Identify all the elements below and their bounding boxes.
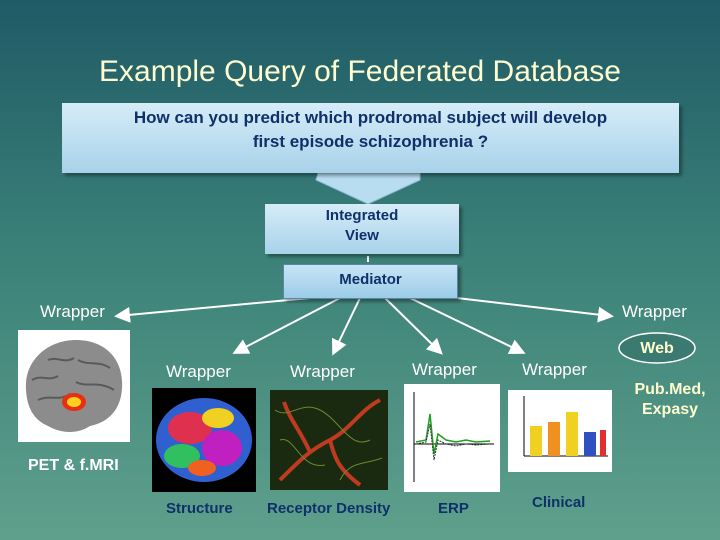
wrapper-right-top: Wrapper (622, 302, 687, 321)
down-arrow-question (315, 172, 421, 205)
caption-clinical: Clinical (532, 494, 586, 511)
brain-pet-image (18, 330, 130, 442)
arrow-to-left-wrapper (114, 297, 311, 323)
caption-erp: ERP (438, 500, 469, 517)
arrow-to-structure-wrapper (232, 297, 341, 354)
brain-structure-image (152, 388, 256, 492)
integrated-view-text: Integrated View (265, 206, 459, 246)
pubmed-expasy-label: Pub.Med, Expasy (620, 380, 720, 420)
web-label: Web (640, 340, 674, 357)
integrated-line-1: Integrated (325, 207, 399, 224)
caption-structure: Structure (166, 500, 233, 517)
wrapper-erp: Wrapper (412, 360, 477, 379)
erp-plot (404, 384, 500, 492)
caption-pet-fmri: PET & f.MRI (28, 457, 119, 474)
arrow-to-erp-wrapper (384, 297, 443, 355)
question-line-2: first episode schizophrenia ? (252, 132, 489, 151)
arrow-to-right-wrapper (439, 295, 614, 323)
integrated-line-2: View (345, 227, 379, 244)
slide-title: Example Query of Federated Database (99, 55, 621, 88)
wrapper-left-top: Wrapper (40, 302, 105, 321)
clinical-bar-chart (508, 390, 612, 472)
web-cloud-icon (618, 332, 696, 364)
receptor-image (270, 390, 388, 490)
mediator-box (283, 264, 458, 299)
arrow-to-receptor-wrapper (331, 297, 361, 356)
wrapper-receptor: Wrapper (290, 362, 355, 381)
caption-receptor-density: Receptor Density (267, 500, 391, 517)
integrated-view-box (265, 204, 459, 254)
question-box (62, 103, 679, 173)
pubmed-line-1: Pub.Med, (634, 381, 706, 398)
question-text: How can you predict which prodromal subj… (62, 106, 679, 154)
mediator-label: Mediator (339, 271, 402, 288)
question-line-1: How can you predict which prodromal subj… (133, 108, 608, 127)
arrow-to-clinical-wrapper (409, 297, 526, 354)
wrapper-clinical: Wrapper (522, 360, 587, 379)
wrapper-structure: Wrapper (166, 362, 231, 381)
pubmed-line-2: Expasy (641, 401, 699, 418)
